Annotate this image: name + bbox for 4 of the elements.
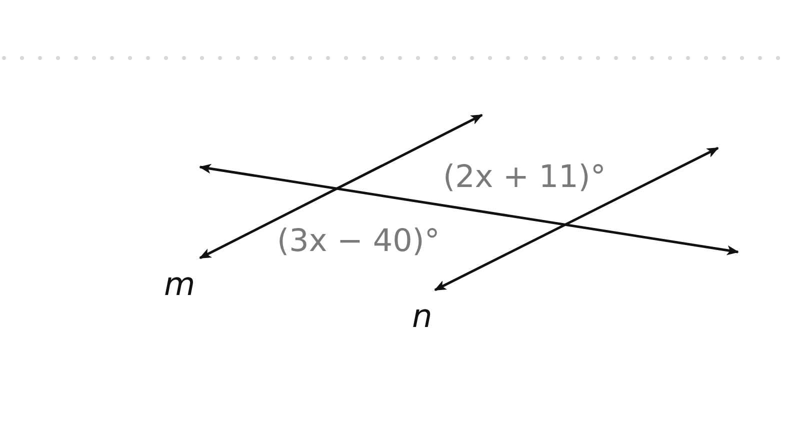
angle-label: (3x − 40)° [277,226,440,257]
line-label: n [412,300,432,332]
line-label: m [164,268,196,300]
angle-label: (2x + 11)° [443,162,606,193]
